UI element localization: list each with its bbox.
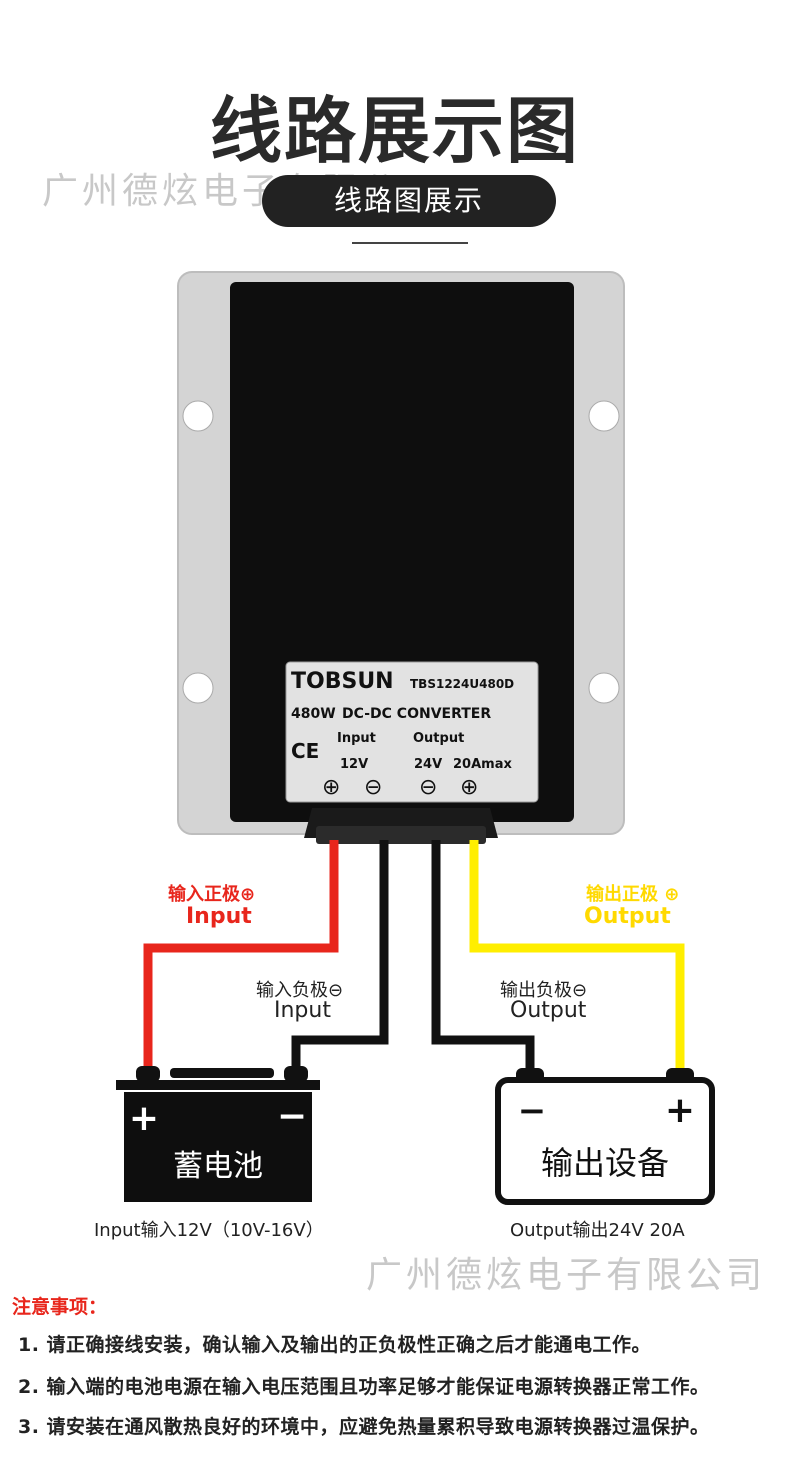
- mount-hole-right-bottom: [588, 672, 620, 704]
- wire-output-positive: [469, 840, 685, 1072]
- label-ce-mark: CE: [291, 739, 319, 763]
- device-minus-sign: −: [518, 1091, 547, 1131]
- note-item-3: 3. 请安装在通风散热良好的环境中，应避免热量累积导致电源转换器过温保护。: [18, 1416, 710, 1438]
- subtitle-pill: 线路图展示: [262, 175, 556, 227]
- battery-cap: [116, 1080, 320, 1090]
- battery-caption: Input输入12V（10V-16V）: [94, 1220, 324, 1241]
- wire-input-positive: [143, 840, 339, 1072]
- note-item-2: 2. 输入端的电池电源在输入电压范围且功率足够才能保证电源转换器正常工作。: [18, 1376, 710, 1398]
- label-input-voltage: 12V: [340, 757, 368, 772]
- battery-name: 蓄电池: [173, 1149, 263, 1184]
- notes-title: 注意事项：: [12, 1296, 108, 1318]
- label-output-minus-icon: ⊖: [419, 775, 437, 800]
- output-negative-label-cn: 输出负极⊖: [500, 980, 588, 1001]
- cable-gland-lip: [316, 826, 486, 844]
- product-label-plate: [285, 661, 539, 803]
- wire-output-negative: [431, 840, 535, 1072]
- note-item-1: 1. 请正确接线安装，确认输入及输出的正负极性正确之后才能通电工作。: [18, 1334, 652, 1356]
- input-positive-label-en: Input: [186, 904, 252, 929]
- converter-unit: TOBSUN TBS1224U480D 480W DC-DC CONVERTER…: [177, 271, 625, 844]
- plus-circle-icon: ⊕: [664, 884, 680, 905]
- battery-body: [124, 1092, 312, 1202]
- wire-input-negative: [291, 840, 389, 1072]
- minus-circle-icon: ⊖: [572, 980, 588, 1001]
- label-input-heading: Input: [337, 731, 376, 746]
- device-body: [495, 1077, 715, 1205]
- output-device: − + 输出设备: [495, 1068, 715, 1205]
- label-type: DC-DC CONVERTER: [342, 706, 491, 722]
- input-negative-label-cn: 输入负极⊖: [256, 980, 344, 1001]
- label-model: TBS1224U480D: [410, 677, 514, 691]
- subtitle-divider: [352, 242, 468, 244]
- output-positive-label-en: Output: [584, 904, 671, 929]
- battery-plus-sign: +: [129, 1098, 159, 1139]
- battery-terminal-plus: [136, 1066, 160, 1082]
- label-power: 480W: [291, 706, 336, 722]
- label-output-current: 20Amax: [453, 757, 512, 772]
- device-caption: Output输出24V 20A: [510, 1220, 685, 1241]
- input-negative-label-en: Input: [274, 998, 331, 1023]
- page-title: 线路展示图: [209, 89, 580, 173]
- minus-circle-icon: ⊖: [328, 980, 344, 1001]
- input-positive-label-cn: 输入正极⊕: [168, 884, 256, 905]
- output-negative-label-en: Output: [510, 998, 587, 1023]
- device-name: 输出设备: [541, 1144, 669, 1182]
- battery-terminal-minus: [284, 1066, 308, 1082]
- label-brand: TOBSUN: [291, 669, 394, 694]
- label-input-plus-icon: ⊕: [322, 775, 340, 800]
- label-input-minus-icon: ⊖: [364, 775, 382, 800]
- battery: + − 蓄电池: [116, 1066, 320, 1202]
- label-output-heading: Output: [413, 731, 464, 746]
- battery-minus-sign: −: [277, 1096, 307, 1137]
- label-output-plus-icon: ⊕: [460, 775, 478, 800]
- battery-top-bar: [170, 1068, 274, 1078]
- output-positive-label-cn: 输出正极 ⊕: [586, 884, 680, 905]
- mount-hole-left-top: [182, 400, 214, 432]
- watermark-bottom: 广州德炫电子有限公司: [366, 1255, 767, 1296]
- mount-hole-left-bottom: [182, 672, 214, 704]
- device-plus-sign: +: [665, 1090, 695, 1131]
- label-output-voltage: 24V: [414, 757, 442, 772]
- mount-hole-right-top: [588, 400, 620, 432]
- plus-circle-icon: ⊕: [240, 884, 256, 905]
